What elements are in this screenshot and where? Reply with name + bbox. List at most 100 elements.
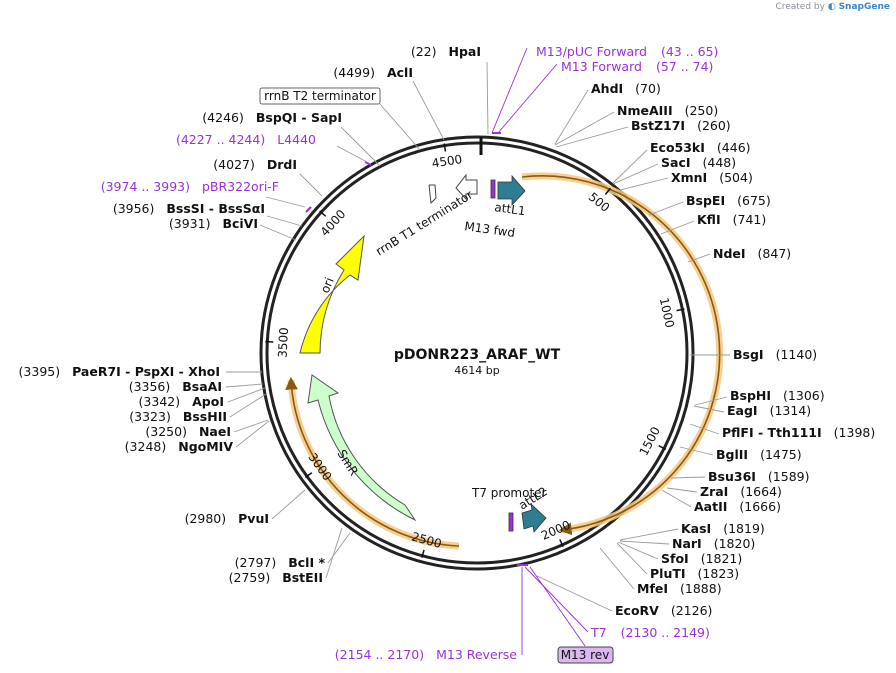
leader-line xyxy=(687,253,711,263)
enzyme-labels-left: (22)HpaI (4499)AclI (4246)BspQI - SapI (… xyxy=(19,44,481,585)
scale-tick-label: 1500 xyxy=(637,424,663,458)
scale-tick xyxy=(559,539,564,548)
enzyme-site: (3250)NaeI xyxy=(145,424,231,439)
enzyme-site: AatII(1666) xyxy=(694,499,781,514)
enzyme-site: (3323)BssHII xyxy=(129,409,227,424)
enzyme-site: Eco53kI(446) xyxy=(650,140,751,155)
enzyme-site: (2980)PvuI xyxy=(185,511,269,526)
enzyme-site: EcoRV(2126) xyxy=(615,603,712,618)
rrnb-t1-label: rrnB T1 terminator xyxy=(373,187,475,258)
enzyme-site: KflI(741) xyxy=(697,212,766,227)
leader-line xyxy=(660,220,695,235)
scale-tick xyxy=(604,187,612,195)
scale-tick-label: 2500 xyxy=(410,530,443,551)
primer-labels: M13/pUC Forward(43 .. 65) M13 Forward(57… xyxy=(101,44,719,662)
rrnb-t2-box-label: rrnB T2 terminator xyxy=(264,89,376,103)
attl2-marker xyxy=(508,512,514,532)
snapgene-credit: Created by ◐ SnapGene xyxy=(775,2,890,12)
scale-tick-label: 500 xyxy=(586,190,613,215)
m13rev-box-label: M13 rev xyxy=(561,648,610,662)
rrnb-t1-arrow xyxy=(455,173,478,201)
enzyme-site: BspEI(675) xyxy=(686,193,771,208)
leader-line xyxy=(616,542,648,575)
enzyme-site: (4027)DrdI xyxy=(213,157,297,172)
leader-line xyxy=(229,393,267,418)
scale-tick-label: 3500 xyxy=(275,327,291,358)
enzyme-site: PluTI(1823) xyxy=(650,566,739,581)
m13rev-box xyxy=(557,646,614,664)
scale-tick xyxy=(421,549,425,558)
leader-line xyxy=(271,489,306,520)
orf-arc-left-line xyxy=(285,376,460,547)
leader-line xyxy=(412,80,445,141)
primer-m13puc: M13/pUC Forward(43 .. 65) xyxy=(536,44,718,59)
enzyme-site: BstZ17I(260) xyxy=(631,118,731,133)
leader-line xyxy=(612,163,659,185)
attl1-arrow xyxy=(497,174,526,207)
enzyme-site: NmeAIII(250) xyxy=(617,103,718,118)
enzyme-site: AhdI(70) xyxy=(591,81,661,96)
leader-line xyxy=(529,566,586,647)
leader-line xyxy=(612,149,648,184)
enzyme-site: NarI(1820) xyxy=(672,536,755,551)
primer-t7: T7(2130 .. 2149) xyxy=(590,625,710,640)
enzyme-site: (3356)BsaAI xyxy=(129,379,222,394)
leader-line xyxy=(619,540,670,545)
credit-brand: SnapGene xyxy=(838,2,890,12)
l4440-primer-mark xyxy=(364,161,372,166)
leader-line xyxy=(299,173,323,197)
leader-line xyxy=(693,405,725,413)
attl1-label: attL1 xyxy=(494,200,527,218)
enzyme-site: XmnI(504) xyxy=(671,170,753,185)
scale-tick xyxy=(676,308,685,312)
scale-tick xyxy=(443,143,447,152)
primer-m13rev: (2154 .. 2170)M13 Reverse xyxy=(335,647,517,662)
leader-line xyxy=(379,103,421,151)
leader-line xyxy=(536,575,613,612)
enzyme-labels-right: AhdI(70) NmeAIII(250) BstZ17I(260) Eco53… xyxy=(591,81,875,618)
credit-prefix: Created by xyxy=(775,2,825,12)
scale-tick-label: 1000 xyxy=(657,296,677,329)
pbr322-primer-mark xyxy=(305,206,312,213)
plasmid-length: 4614 bp xyxy=(454,364,499,377)
leader-line xyxy=(340,126,381,167)
enzyme-site: (3931)BciVI xyxy=(169,216,258,231)
leader-line xyxy=(617,541,659,560)
enzyme-site: (3956)BssSI - BssSαI xyxy=(113,201,265,216)
leader-line xyxy=(689,423,720,435)
enzyme-site: BsgI(1140) xyxy=(733,347,817,362)
attl1-marker xyxy=(490,179,496,199)
rrnb-t2-box xyxy=(259,87,381,105)
ori-feature-arrow xyxy=(299,234,365,354)
enzyme-site: (4246)BspQI - SapI xyxy=(202,110,342,125)
enzyme-site: (3342)ApoI xyxy=(139,394,224,409)
enzyme-site: EagI(1314) xyxy=(727,403,811,418)
enzyme-site: ZraI(1664) xyxy=(700,484,782,499)
leader-lines xyxy=(225,47,730,655)
leader-line xyxy=(259,224,297,241)
m13fwd-feature-label: M13 fwd xyxy=(464,219,516,240)
rrnb-t2-marker xyxy=(428,184,437,205)
leader-line xyxy=(486,61,489,135)
leader-line xyxy=(666,487,698,493)
scale-tick xyxy=(658,445,667,451)
snapgene-logo: ◐ xyxy=(827,2,836,12)
leader-line xyxy=(524,566,589,633)
smr-feature-arrow xyxy=(307,374,417,522)
enzyme-site: KasI(1819) xyxy=(681,521,765,536)
leader-line xyxy=(497,63,558,134)
leader-line xyxy=(619,528,679,541)
leader-line xyxy=(554,111,615,146)
enzyme-site: (3395)PaeR7I - PspXI - XhoI xyxy=(19,364,220,379)
leader-line xyxy=(694,396,728,406)
enzyme-site: NdeI(847) xyxy=(713,246,791,261)
enzyme-site: BspHI(1306) xyxy=(730,388,825,403)
backbone-outer-ring xyxy=(259,135,695,571)
enzyme-site: PflFI - Tth111I(1398) xyxy=(722,425,875,440)
leader-line xyxy=(679,446,714,456)
leader-line xyxy=(554,89,589,145)
primer-m13fwd: M13 Forward(57 .. 74) xyxy=(561,59,713,74)
enzyme-site: Bsu36I(1589) xyxy=(708,469,810,484)
scale-tick xyxy=(319,210,327,217)
